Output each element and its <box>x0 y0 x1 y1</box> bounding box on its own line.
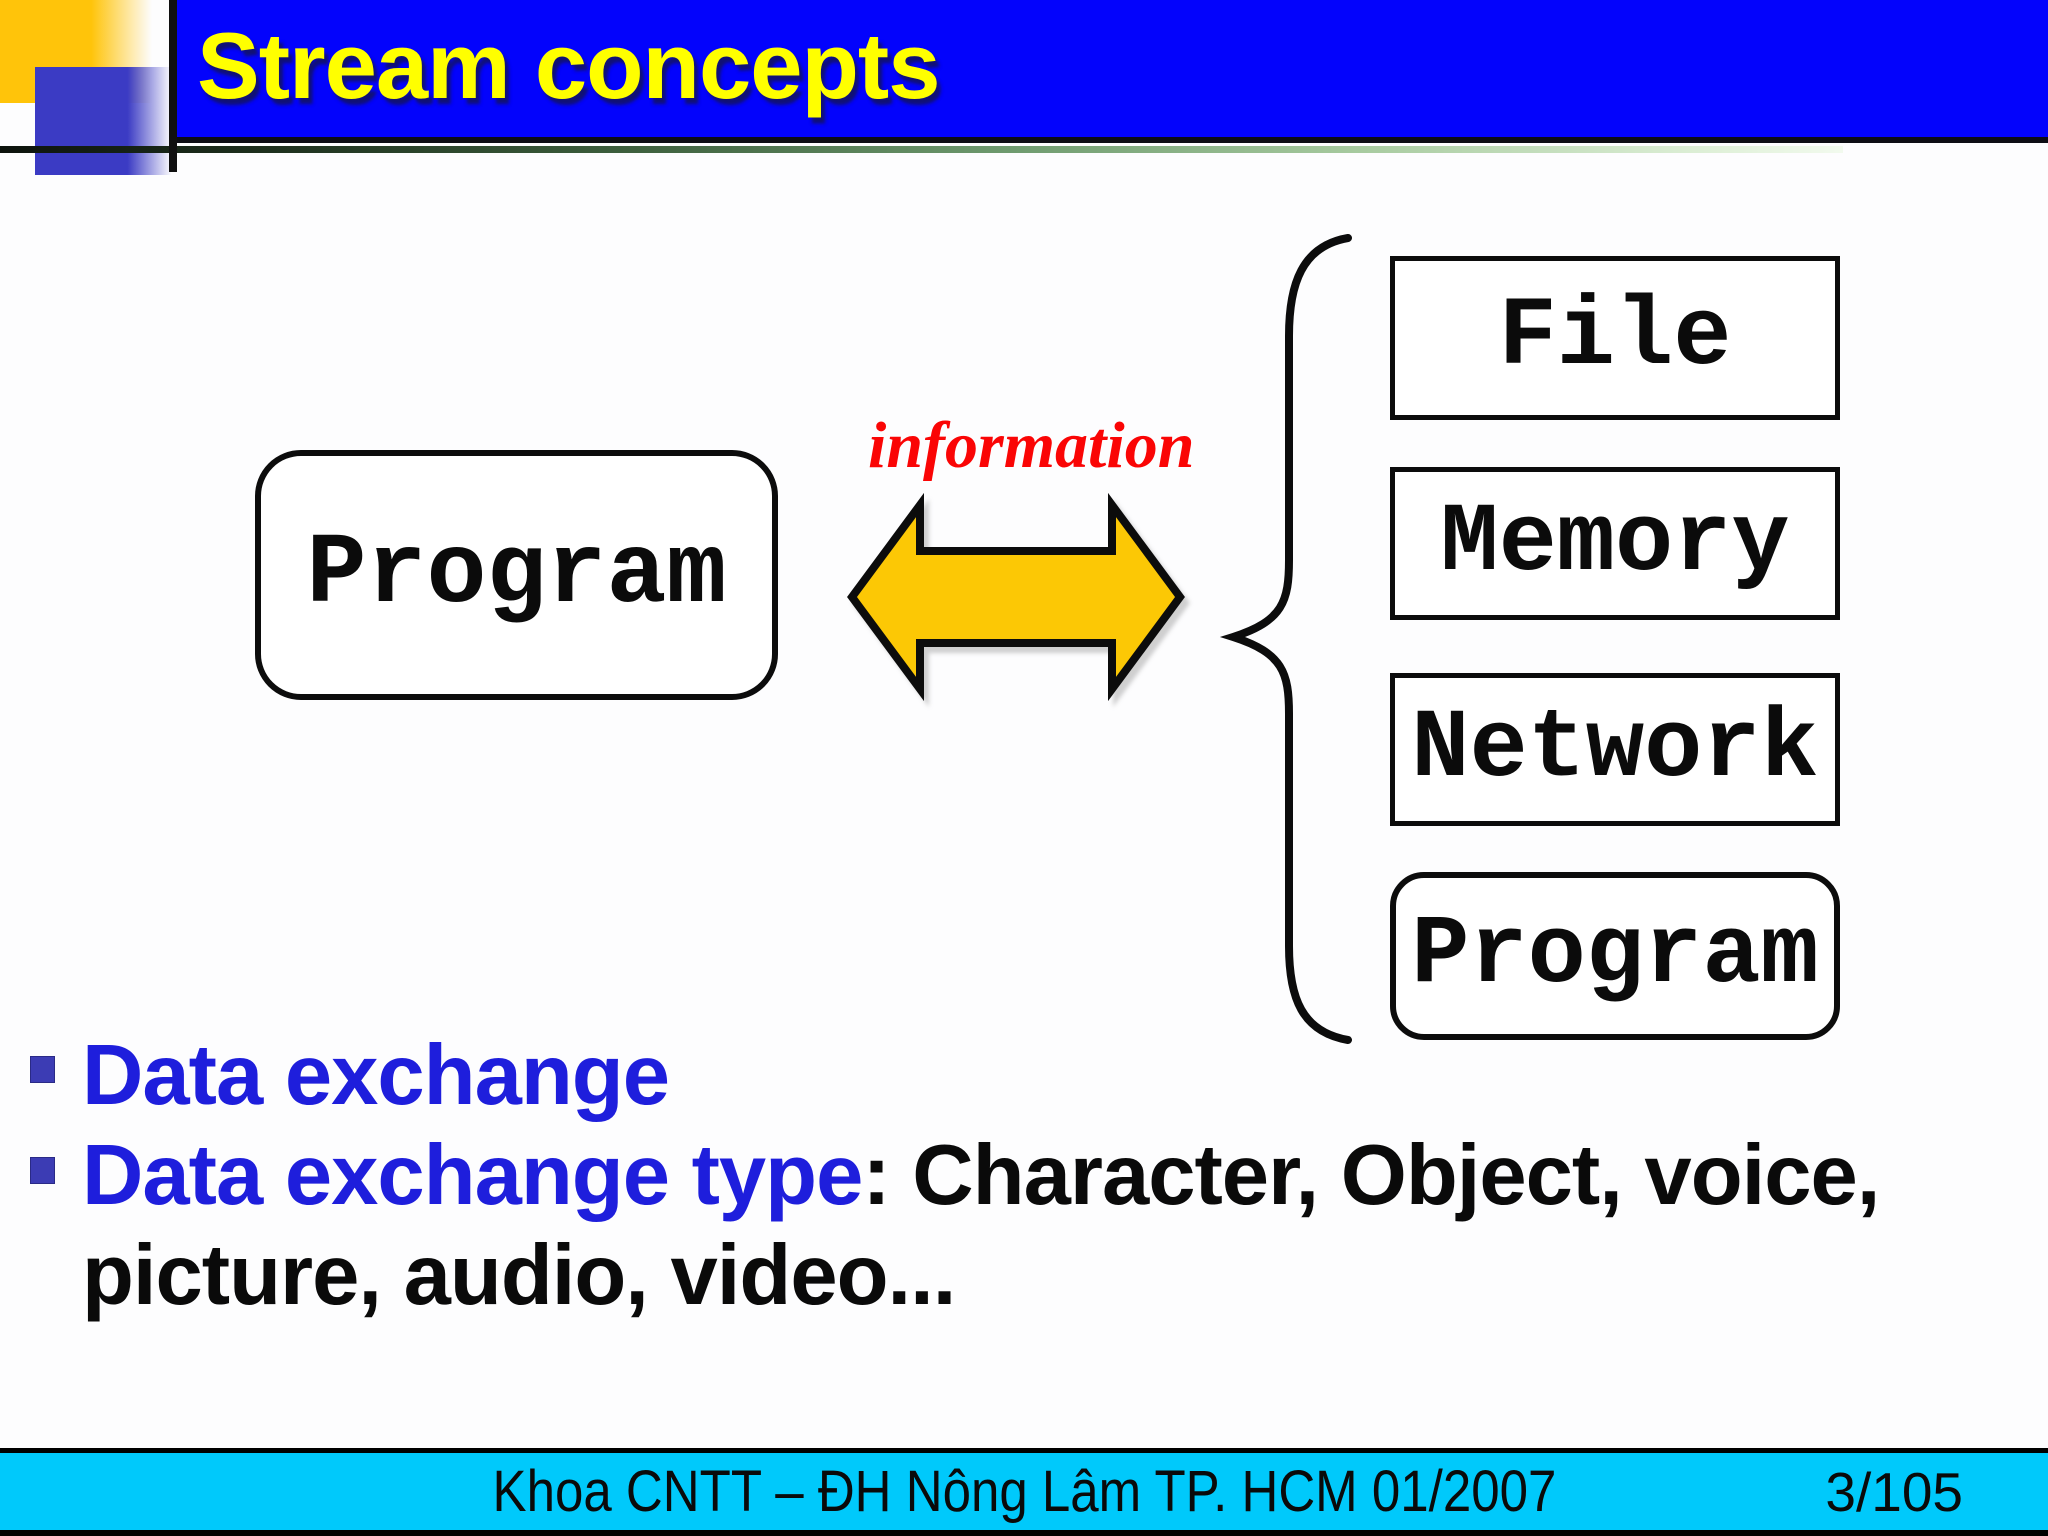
double-arrow-icon <box>847 492 1185 702</box>
bullet-item-2-rest: : Character, Object, voice, <box>862 1128 1880 1223</box>
bullet-square-icon <box>30 1056 55 1083</box>
target-box-network-label: Network <box>1411 694 1819 805</box>
slide-title: Stream concepts <box>197 12 941 118</box>
target-box-program-label: Program <box>1411 901 1819 1011</box>
program-source-box: Program <box>255 450 778 700</box>
bullet-item-1: Data exchange <box>82 1028 670 1123</box>
bullet-item-2-lead: Data exchange type <box>82 1128 863 1223</box>
title-bar: Stream concepts <box>169 0 2048 143</box>
program-source-label: Program <box>306 518 727 632</box>
bullet-square-icon <box>30 1157 55 1184</box>
curly-brace-icon <box>1219 234 1352 1044</box>
decor-green-line <box>0 146 1843 153</box>
target-box-file-label: File <box>1498 283 1732 393</box>
decor-vertical-rule <box>169 0 177 172</box>
target-box-memory-label: Memory <box>1440 488 1790 599</box>
footer-bar: Khoa CNTT – ĐH Nông Lâm TP. HCM 01/2007 … <box>0 1448 2048 1536</box>
target-box-file: File <box>1390 256 1840 420</box>
decor-blue-square <box>35 67 171 175</box>
bullet-item-2-line2: picture, audio, video... <box>82 1228 956 1323</box>
page-number: 3/105 <box>1825 1460 1963 1523</box>
information-label: information <box>868 409 1195 482</box>
bullet-item-2: Data exchange type: Character, Object, v… <box>82 1126 2022 1326</box>
footer-text: Khoa CNTT – ĐH Nông Lâm TP. HCM 01/2007 <box>492 1459 1556 1524</box>
target-box-network: Network <box>1390 673 1840 826</box>
target-box-program: Program <box>1390 872 1840 1040</box>
target-box-memory: Memory <box>1390 467 1840 620</box>
